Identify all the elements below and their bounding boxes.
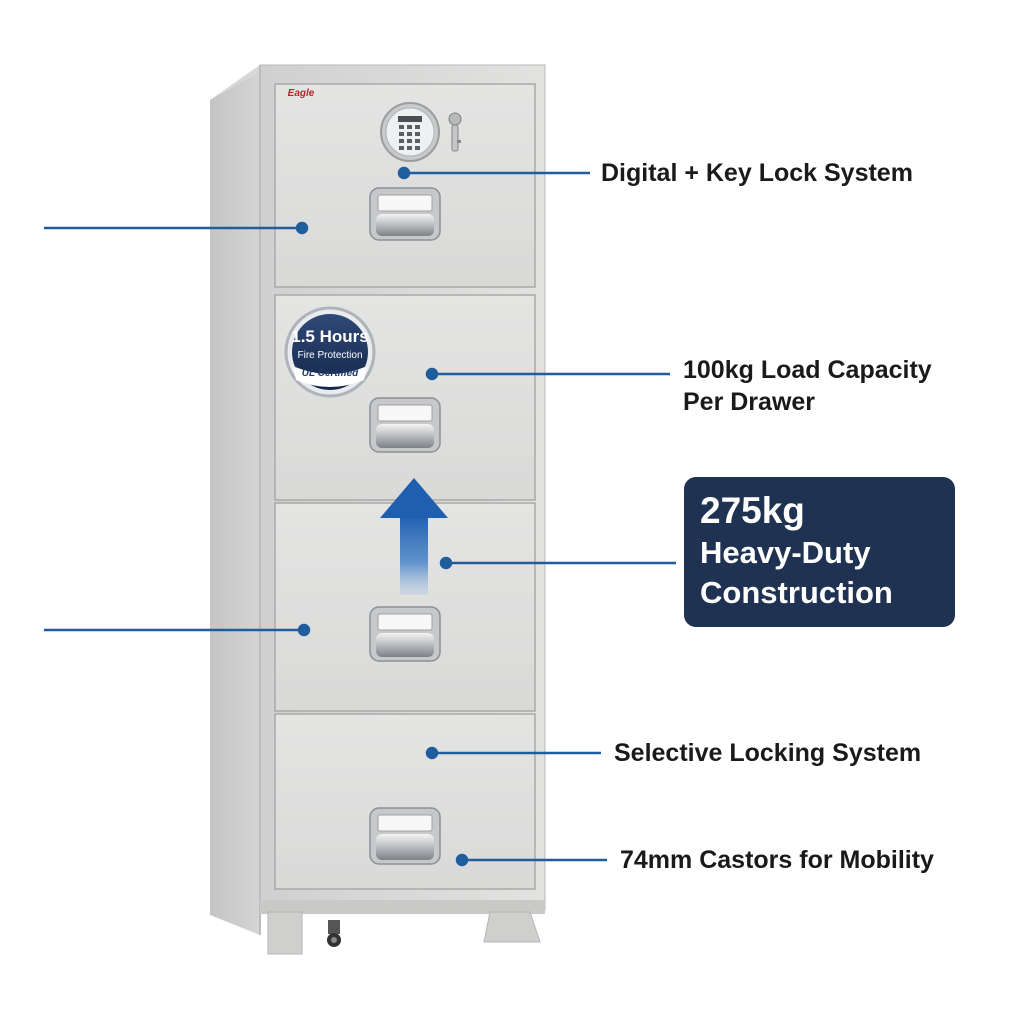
key-icon[interactable] [448, 112, 462, 152]
callout-load-line2: Per Drawer [683, 388, 816, 416]
callout-selective-locking: Selective Locking System [614, 739, 922, 767]
callout-dot-digital [397, 166, 411, 180]
highlight-line2: Construction [700, 575, 893, 610]
drawer-handle-3[interactable] [369, 606, 441, 662]
badge-line-2: Fire Protection [297, 350, 362, 361]
castor-wheel-icon [327, 920, 341, 947]
foot-left [267, 911, 303, 955]
badge-line-1: 1.5 Hours [291, 327, 368, 346]
highlight-weight: 275kg [700, 490, 805, 531]
callout-digital-lock: Digital + Key Lock System [601, 159, 913, 187]
up-arrow-icon [380, 478, 448, 595]
callout-dot-selective [425, 746, 439, 760]
callout-dot-construction [439, 556, 453, 570]
callout-dot-left-top [295, 221, 309, 235]
callout-dot-left-bottom [297, 623, 311, 637]
foot-right [483, 911, 541, 943]
badge-line-3: UL Certified [302, 368, 359, 379]
cabinet-base [260, 900, 545, 914]
callout-castors: 74mm Castors for Mobility [620, 846, 934, 874]
keypad-icon[interactable] [380, 102, 440, 162]
callout-load-line1: 100kg Load Capacity [683, 356, 932, 384]
drawer-handle-4[interactable] [369, 807, 441, 865]
callout-dot-load [425, 367, 439, 381]
heavy-duty-highlight: 275kg Heavy-Duty Construction [684, 477, 955, 627]
cabinet-side-panel [210, 65, 260, 935]
callout-dot-castors [455, 853, 469, 867]
brand-logo: Eagle [281, 86, 321, 100]
fire-protection-badge: 1.5 Hours Fire Protection UL Certified [284, 306, 376, 398]
drawer-handle-1[interactable] [369, 187, 441, 241]
brand-logo-text: Eagle [288, 88, 315, 99]
highlight-line1: Heavy-Duty [700, 535, 871, 570]
drawer-handle-2[interactable] [369, 397, 441, 453]
